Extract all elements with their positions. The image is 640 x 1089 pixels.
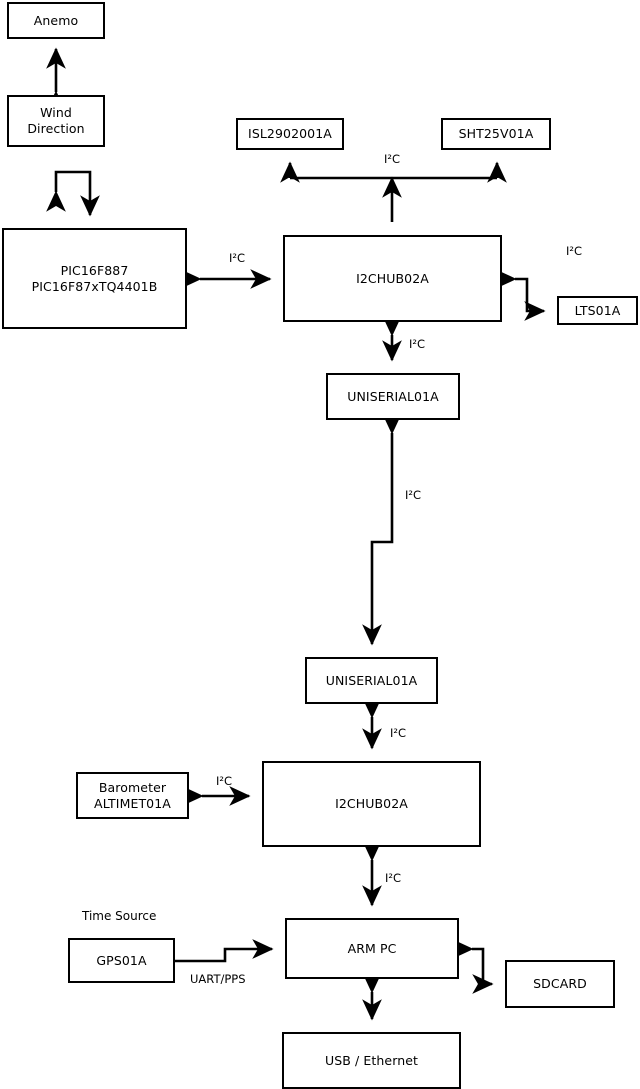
- edge-label-i2c-hub-uniserial: I²C: [409, 337, 426, 351]
- edge-label-i2c-barometer-hub: I²C: [216, 774, 233, 788]
- node-sht25v01a-label: SHT25V01A: [458, 126, 534, 141]
- node-pic-microcontroller-label: PIC16F887 PIC16F87xTQ4401B: [31, 262, 158, 294]
- edge-label-i2c-top-bus: I²C: [384, 152, 401, 166]
- node-sht25v01a[interactable]: SHT25V01A: [441, 118, 551, 150]
- node-sdcard[interactable]: SDCARD: [505, 960, 615, 1008]
- node-uniserial01a-top[interactable]: UNISERIAL01A: [326, 373, 460, 420]
- node-usb-ethernet-label: USB / Ethernet: [324, 1052, 419, 1068]
- node-gps01a-label: GPS01A: [96, 952, 147, 968]
- connector-armpc-sdcard: [452, 939, 494, 994]
- node-i2chub02a-bottom[interactable]: I2CHUB02A: [262, 761, 481, 847]
- edge-label-i2c-hub-armpc: I²C: [385, 871, 402, 885]
- edge-label-i2c-uniserial-uniserial: I²C: [405, 488, 422, 502]
- connector-pic-wind: [46, 170, 100, 217]
- connector-unitop-unibot: [362, 413, 402, 646]
- connector-gps-armpc: [175, 939, 274, 963]
- node-arm-pc[interactable]: ARM PC: [285, 918, 459, 979]
- node-uniserial01a-top-label: UNISERIAL01A: [347, 388, 439, 404]
- node-isl2902001a-label: ISL2902001A: [248, 126, 332, 141]
- node-sdcard-label: SDCARD: [533, 976, 587, 991]
- edge-label-i2c-uniserial-hub: I²C: [390, 726, 407, 740]
- node-wind-direction[interactable]: Wind Direction: [7, 95, 105, 147]
- node-uniserial01a-bottom-label: UNISERIAL01A: [325, 672, 418, 688]
- node-i2chub02a-top-label: I2CHUB02A: [356, 270, 429, 286]
- node-lts01a[interactable]: LTS01A: [557, 296, 638, 325]
- label-time-source: Time Source: [82, 909, 157, 923]
- connector-hubtop-lts: [495, 269, 546, 321]
- node-isl2902001a[interactable]: ISL2902001A: [236, 118, 344, 150]
- node-wind-direction-label: Wind Direction: [27, 105, 85, 136]
- edge-label-i2c-hub-lts: I²C: [566, 244, 583, 258]
- node-usb-ethernet[interactable]: USB / Ethernet: [282, 1032, 461, 1089]
- edge-label-uart-pps: UART/PPS: [190, 972, 246, 986]
- edge-label-i2c-pic-hub: I²C: [229, 251, 246, 265]
- node-barometer-altimet01a-label: Barometer ALTIMET01A: [94, 779, 171, 811]
- node-barometer-altimet01a[interactable]: Barometer ALTIMET01A: [76, 772, 189, 819]
- node-anemo[interactable]: Anemo: [7, 2, 105, 39]
- node-lts01a-label: LTS01A: [574, 302, 621, 318]
- node-i2chub02a-top[interactable]: I2CHUB02A: [283, 235, 502, 322]
- node-arm-pc-label: ARM PC: [347, 940, 397, 956]
- node-gps01a[interactable]: GPS01A: [68, 938, 175, 983]
- node-uniserial01a-bottom[interactable]: UNISERIAL01A: [305, 657, 438, 704]
- node-pic-microcontroller[interactable]: PIC16F887 PIC16F87xTQ4401B: [2, 228, 187, 329]
- node-anemo-label: Anemo: [33, 12, 79, 28]
- node-i2chub02a-bottom-label: I2CHUB02A: [335, 796, 408, 811]
